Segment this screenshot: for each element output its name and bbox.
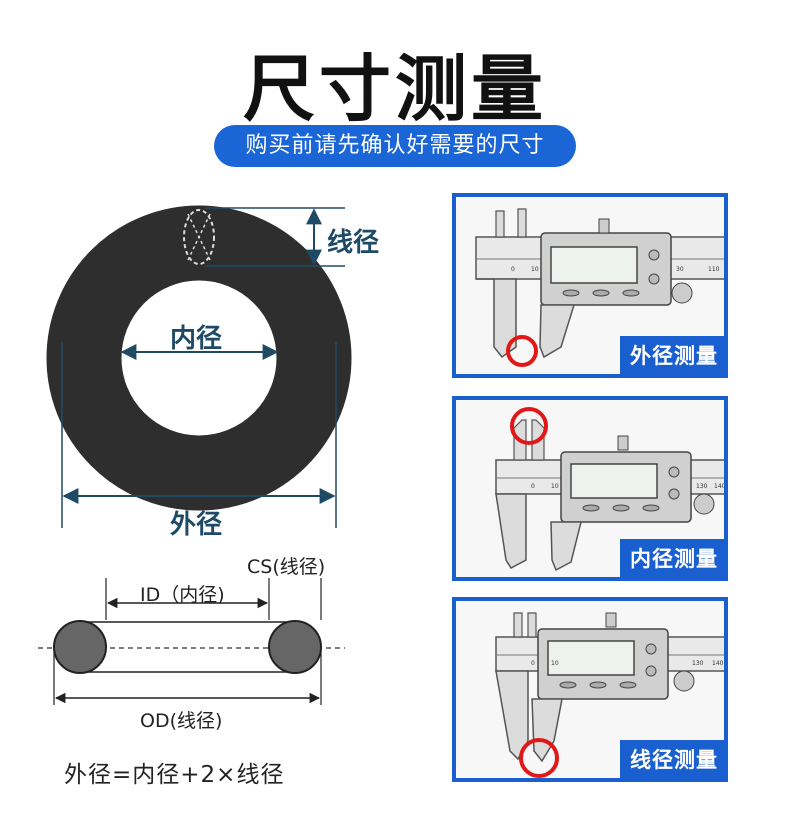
panel-id-label: 内径测量 (620, 539, 724, 577)
panel-id-measure: 0 10 130 140 内径测量 (452, 396, 728, 581)
svg-text:130: 130 (696, 483, 708, 490)
panel-cs-label: 线径测量 (620, 740, 724, 778)
cs-label: 线径 (327, 228, 380, 258)
cross-section-left (53, 620, 107, 674)
svg-text:10: 10 (551, 483, 559, 490)
svg-text:110: 110 (708, 266, 720, 273)
subtitle-badge: 购买前请先确认好需要的尺寸 (214, 125, 576, 167)
measure-highlight-circle (506, 335, 538, 367)
formula-text: 外径=内径+2×线径 (64, 762, 285, 788)
panel-od-measure: 0 10 30 110 外径测量 (452, 193, 728, 378)
oring-ring (46, 205, 352, 511)
section-id-label: ID（内径) (140, 584, 225, 606)
svg-text:10: 10 (531, 266, 539, 273)
svg-text:30: 30 (676, 266, 684, 273)
id-label: 内径 (170, 324, 223, 354)
panel-od-label: 外径测量 (620, 336, 724, 374)
svg-text:10: 10 (551, 660, 559, 667)
od-label: 外径 (170, 510, 223, 540)
cross-section-dashed-ellipse (183, 209, 215, 265)
svg-text:0: 0 (531, 483, 535, 490)
section-cs-label: CS(线径) (247, 556, 326, 578)
measure-highlight-circle (519, 738, 559, 778)
page-title: 尺寸测量 (242, 47, 547, 131)
svg-text:140: 140 (712, 660, 724, 667)
section-od-label: OD(线径) (140, 710, 223, 732)
measure-highlight-circle (510, 407, 548, 445)
oring-diagram (38, 205, 352, 705)
svg-text:0: 0 (531, 660, 535, 667)
svg-text:0: 0 (511, 266, 515, 273)
svg-text:130: 130 (692, 660, 704, 667)
svg-text:140: 140 (714, 483, 726, 490)
caliper-illustration: 0 10 30 110 (456, 197, 724, 374)
cross-section-right (268, 620, 322, 674)
panel-cs-measure: 0 10 130 140 线径测量 (452, 597, 728, 782)
caliper-illustration: 0 10 130 140 (456, 400, 726, 577)
